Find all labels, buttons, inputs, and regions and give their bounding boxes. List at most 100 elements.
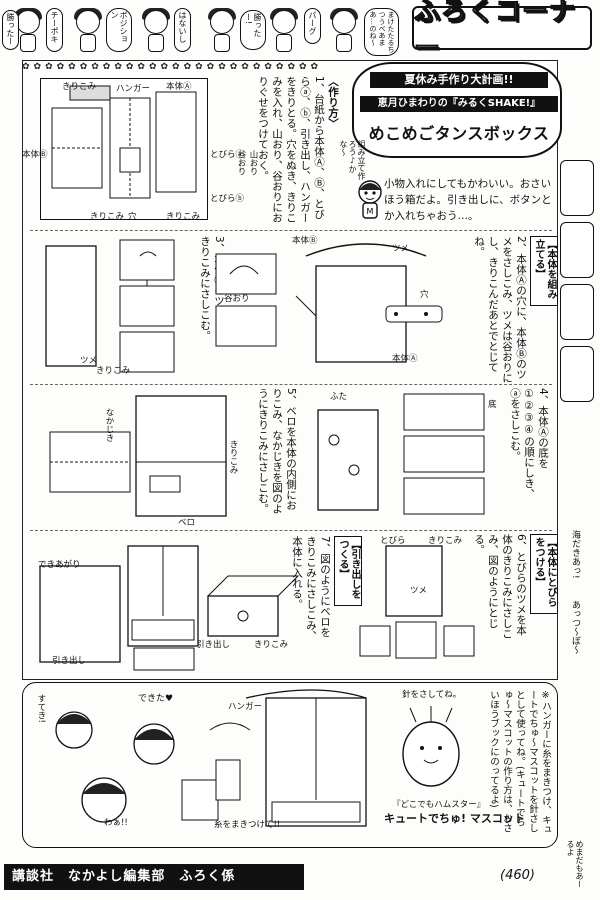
footer-side-note: めまだもあーるよ xyxy=(566,840,584,888)
step-6-drawing xyxy=(359,545,475,659)
section-heading-doors: 【本体にとびらをつける】 xyxy=(530,534,558,614)
kid-illustration xyxy=(138,8,174,54)
label-tsume: ツメ xyxy=(410,586,428,596)
label-kirikomi: きりこみ xyxy=(254,640,289,650)
label-hontai-a: 本体Ⓐ xyxy=(392,354,418,364)
label-ana: 穴 xyxy=(420,290,429,300)
speech-bubble: 勝ったー xyxy=(2,10,19,50)
label-tsume: ツメ xyxy=(80,356,98,366)
section-heading-body: 【本体を組み立てる】 xyxy=(530,236,558,306)
kid-illustration xyxy=(70,8,106,54)
label-bero: ベロ xyxy=(178,518,196,528)
parts-sheet-lines xyxy=(51,85,197,199)
speech-bubble: 勝ったー! xyxy=(240,10,266,50)
top-strip-kids: 勝ったー チーポキ ボジション はないし 勝ったー! パーグ まけたたるちつうべ… xyxy=(2,6,408,60)
speech-bubble: まけたたるちつうべあまあ…のね〜 xyxy=(364,8,399,56)
section-divider xyxy=(30,530,552,531)
kid-illustration xyxy=(326,8,362,54)
label-kirikomi: きりこみ xyxy=(166,212,201,222)
speech-bubble: パーグ xyxy=(304,8,321,44)
kids-celebrating-illustration xyxy=(55,711,219,823)
label-yamaori: 山おり xyxy=(248,150,258,176)
label-futa: ふた xyxy=(330,392,348,402)
section-heading-drawer: 【引き出しをつくる】 xyxy=(334,536,362,606)
step-4-text: 4、本体Ⓐの底を①②③④の順にしき、ⓐをさしこむ。 xyxy=(509,388,549,499)
deco-shout: あっつ〜ぼ〜 xyxy=(570,600,580,654)
label-kirikomi: きりこみ xyxy=(90,212,125,222)
step-4-drawing xyxy=(317,393,485,515)
flower-border: ✿✿✿✿✿✿✿✿✿✿✿✿✿✿✿✿✿✿✿✿✿✿✿✿✿✿ xyxy=(22,62,323,72)
wardrobe-with-hanger-illustration xyxy=(209,689,367,827)
step-2-text: 2、本体Ⓐの穴に、本体Ⓑのツメをさしこみ、ツメは谷おりにし、きりこんだあとでとじ… xyxy=(473,236,527,383)
step-7-text: 7、図のようにベロをきりこみにさしこみ、本体に入れる。 xyxy=(291,536,331,641)
label-ana: 穴 xyxy=(128,212,137,222)
step-6-text: 6、とびらのツメを本体のきりこみにさしこみ、図のようにとじる。 xyxy=(473,534,527,639)
kid-shout: わぁ!! xyxy=(104,818,128,828)
deco-face-panel xyxy=(560,222,594,278)
instructions-frame xyxy=(22,60,558,680)
label-tobira-b: とびらⓑ xyxy=(210,194,245,204)
label-hontai-b: 本体Ⓑ xyxy=(292,236,318,246)
step-5-text: 5、ベロを本体の内側におりこみ、なかじきを図のようにきりこみにさしこむ。 xyxy=(257,388,297,514)
main-title: めこめごタンスボックス xyxy=(368,124,550,143)
label-soko: 底 xyxy=(488,400,497,410)
speech-bubble: チーポキ xyxy=(46,8,63,52)
mascot-icon: M xyxy=(358,180,382,219)
label-tsume: ツメ xyxy=(392,244,410,254)
label-hikidashi: 引き出し xyxy=(52,656,87,666)
kid-illustration xyxy=(204,8,240,54)
footer: 講談社 なかよし編集部 ふろく係 (460) xyxy=(0,856,600,900)
mascot-speech: 組み立て作ろう♪かな〜 xyxy=(339,140,366,180)
intro-text: 小物入れにしてもかわいい。おさいほう箱だよ。引き出しに、ボタンとか入れちゃおう…… xyxy=(384,178,552,222)
label-tobira: とびら xyxy=(380,536,406,546)
step-1-text: 1、台紙から本体Ⓐ、Ⓑ、とびらⓐ、ⓑ、引き出し、ハンガーをきりとる。穴をぬき、き… xyxy=(257,76,325,223)
finished-box-drawing xyxy=(39,545,199,671)
page-number: (460) xyxy=(500,868,535,883)
step-3-fold-drawing xyxy=(215,253,277,347)
kid-illustration xyxy=(266,8,302,54)
speech-bubble: はないし xyxy=(174,8,191,52)
deco-shout: 海だきあっ! xyxy=(570,530,580,579)
section-divider xyxy=(30,384,552,385)
label-kirikomi: きりこみ xyxy=(96,366,131,376)
label-hanger: ハンガー xyxy=(228,702,263,712)
label-tobira-a: とびらⓐ xyxy=(210,150,245,160)
deco-face-panel xyxy=(560,346,594,402)
bottom-section xyxy=(22,682,558,848)
step-3-drawing xyxy=(45,239,175,373)
label-hikidashi: 引き出し xyxy=(196,640,231,650)
corner-title: ふろくコーナー xyxy=(412,0,592,65)
deco-face-panel xyxy=(560,160,594,216)
deco-face-panel xyxy=(560,284,594,340)
label-taniori: 谷おり xyxy=(236,150,246,176)
needle-note: 針をさしてね。 xyxy=(402,690,462,700)
label-hontai-a: 本体Ⓐ xyxy=(166,82,192,92)
hamster-mascot-icon xyxy=(402,706,460,787)
kid-shout: できた♥ xyxy=(138,694,174,704)
speech-bubble: ボジション xyxy=(106,8,132,52)
section-divider xyxy=(30,230,552,231)
kid-shout: すてき! xyxy=(36,694,46,723)
step-5-drawing xyxy=(49,395,227,517)
label-nakajiki: なかじき xyxy=(104,408,114,442)
label-hanger: ハンガー xyxy=(116,84,151,94)
thread-note: 糸をまきつけて!! xyxy=(214,820,281,830)
title-subline: 恵月ひまわりの『みるくSHAKE!』 xyxy=(360,96,558,112)
kid-illustration xyxy=(10,8,46,54)
label-taniori: 谷おり xyxy=(224,294,250,304)
title-banner: 夏休み手作り大計画!! xyxy=(370,72,548,88)
label-hontai-b: 本体Ⓑ xyxy=(22,150,48,160)
right-deco-strip xyxy=(560,160,594,410)
mascot-title: 『どこでもハムスター』 xyxy=(392,800,486,810)
label-kirikomi: きりこみ xyxy=(62,82,97,92)
step-7-drawing xyxy=(207,575,300,637)
title-box: 夏休み手作り大計画!! 恵月ひまわりの『みるくSHAKE!』 めこめごタンスボッ… xyxy=(352,62,562,158)
label-dekiagari: できあがり xyxy=(38,560,81,570)
bottom-note: ※ハンガーに糸をまきつけ、キュートでちゅ〜マスコットを針さしとして使ってね。(キ… xyxy=(488,690,551,834)
label-kirikomi: きりこみ xyxy=(428,536,463,546)
footer-credit: 講談社 なかよし編集部 ふろく係 xyxy=(4,864,304,890)
mascot-name: キュートでちゅ! マスコット xyxy=(384,812,525,825)
label-kirikomi: きりこみ xyxy=(228,440,238,474)
svg-text:M: M xyxy=(367,207,374,216)
